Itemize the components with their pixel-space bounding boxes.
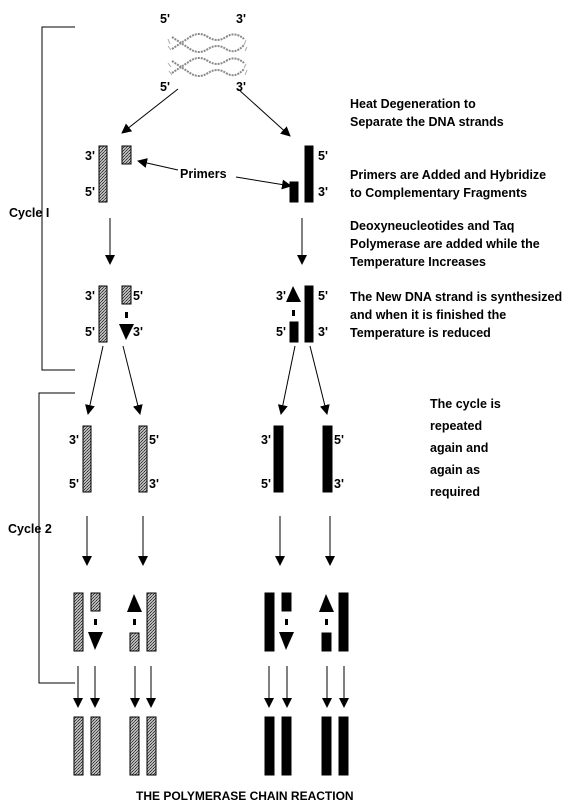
label-c1-left-top-3: 3' [85, 149, 95, 163]
label-c1-right-top-5: 5' [318, 149, 328, 163]
extension-dash-2 [292, 310, 295, 316]
arrow-separate-right [237, 88, 291, 137]
label-c2-s3-3: 3' [261, 433, 271, 447]
label-c1b-right-inner-5: 5' [276, 325, 286, 339]
label-helix-top-3: 3' [236, 12, 246, 26]
final-products [73, 716, 349, 776]
label-helix-bottom-5: 5' [160, 80, 170, 94]
label-c1b-right-inner-3: 3' [276, 289, 286, 303]
arrow-separate-left [121, 88, 179, 134]
label-c1b-left-5: 5' [85, 325, 95, 339]
cycle1-label: Cycle I [9, 206, 50, 220]
label-c2-s4-5: 5' [334, 433, 344, 447]
arrow-branch-1 [85, 345, 104, 415]
template-strand-hatched [98, 145, 108, 203]
label-helix-bottom-3: 3' [236, 80, 246, 94]
step-deoxy-text: Deoxyneucleotides and Taq Polymerase are… [350, 219, 540, 269]
step-heat-text: Heat Degeneration to Separate the DNA st… [350, 97, 504, 129]
cycle2-strands [82, 425, 333, 493]
primer-dark [289, 181, 299, 203]
label-c2-s1-3: 3' [69, 433, 79, 447]
label-c2-s2-3: 3' [149, 477, 159, 491]
cycle1-bracket [41, 26, 75, 371]
label-c1b-right-5: 5' [318, 289, 328, 303]
primer-hatched-2 [121, 285, 132, 305]
step-synth-text: The New DNA strand is synthesized and wh… [350, 290, 563, 340]
label-c2-s3-5: 5' [261, 477, 271, 491]
label-helix-top-5: 5' [160, 12, 170, 26]
primer-hatched [121, 145, 132, 165]
label-c2-s4-3: 3' [334, 477, 344, 491]
label-c1b-primer-3: 3' [133, 325, 143, 339]
label-c1-right-bottom-3: 3' [318, 185, 328, 199]
dna-double-helix [167, 33, 248, 77]
step-primers-text: Primers are Added and Hybridize to Compl… [350, 168, 547, 200]
label-primers: Primers [180, 167, 227, 181]
label-c1b-right-3: 3' [318, 325, 328, 339]
label-c1b-primer-5: 5' [133, 289, 143, 303]
label-c2-s2-5: 5' [149, 433, 159, 447]
arrow-branch-3 [277, 345, 296, 415]
primer-pointer-left [137, 158, 179, 171]
extension-arrowhead-up [286, 286, 301, 302]
extension-dash-1 [125, 312, 128, 318]
extension-arrowhead-down [119, 324, 134, 340]
arrow-branch-2 [122, 345, 143, 415]
primer-dark-2 [289, 321, 299, 343]
diagram-title: THE POLYMERASE CHAIN REACTION [136, 789, 354, 803]
template-strand-dark-2 [304, 285, 314, 343]
arrow-branch-4 [309, 345, 330, 415]
template-strand-hatched-2 [98, 285, 108, 343]
cycle2-bracket [38, 392, 75, 684]
label-c1-left-bottom-5: 5' [85, 185, 95, 199]
process-arrows [73, 88, 349, 708]
primer-pointer-right [235, 176, 292, 190]
step-repeat-text: The cycle is repeated again and again as… [430, 397, 501, 499]
cycle2-label: Cycle 2 [8, 522, 52, 536]
label-c2-s1-5: 5' [69, 477, 79, 491]
cycle1-strands [98, 145, 314, 343]
template-strand-dark [304, 145, 314, 203]
label-c1b-left-3: 3' [85, 289, 95, 303]
cycle2-extension [73, 592, 349, 652]
